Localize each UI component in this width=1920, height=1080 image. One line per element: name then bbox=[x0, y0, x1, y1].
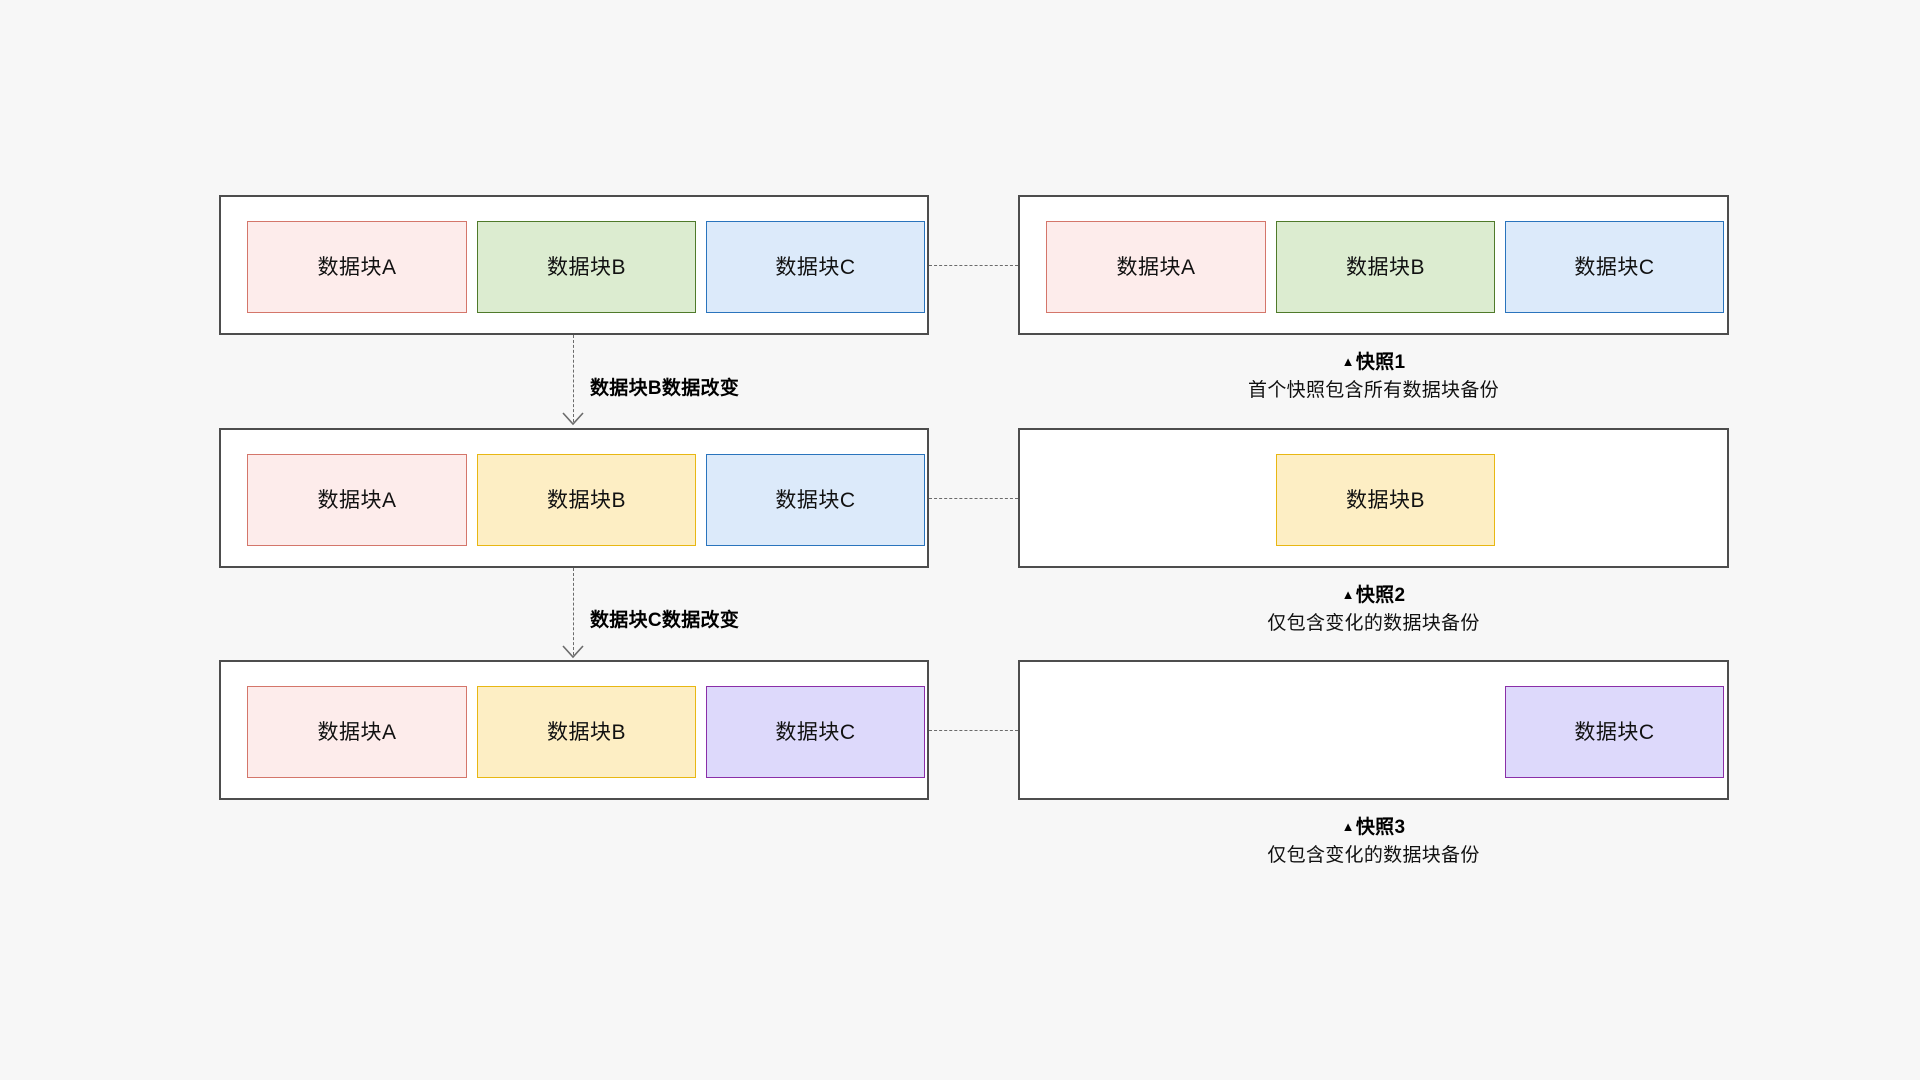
snapshot-2-title-text: 快照2 bbox=[1355, 585, 1406, 606]
snapshot2-block-b: 数据块B bbox=[1276, 454, 1495, 546]
triangle-marker-icon: ▲ bbox=[1341, 354, 1355, 369]
source-block-a-r2: 数据块A bbox=[247, 454, 467, 546]
source-block-b-r2: 数据块B bbox=[477, 454, 696, 546]
source-block-c-r3: 数据块C bbox=[706, 686, 925, 778]
source-block-c-r1: 数据块C bbox=[706, 221, 925, 313]
connector-row1-to-snapshot1 bbox=[929, 265, 1018, 266]
triangle-marker-icon: ▲ bbox=[1341, 587, 1355, 602]
snapshot1-block-c: 数据块C bbox=[1505, 221, 1724, 313]
snapshot-2-title: ▲快照2 bbox=[1018, 583, 1729, 609]
snapshot-1-title-text: 快照1 bbox=[1355, 352, 1406, 373]
transition-arrow-1-head bbox=[562, 412, 584, 426]
transition-arrow-1-line bbox=[573, 335, 574, 422]
triangle-marker-icon: ▲ bbox=[1341, 819, 1355, 834]
transition-label-2: 数据块C数据改变 bbox=[590, 610, 740, 631]
source-block-a-r1: 数据块A bbox=[247, 221, 467, 313]
snapshot3-block-c: 数据块C bbox=[1505, 686, 1724, 778]
snapshot-2-caption: ▲快照2 仅包含变化的数据块备份 bbox=[1018, 583, 1729, 636]
snapshot-3-title: ▲快照3 bbox=[1018, 815, 1729, 841]
source-block-b-r1: 数据块B bbox=[477, 221, 696, 313]
snapshot-panel-1: 数据块A 数据块B 数据块C bbox=[1018, 195, 1729, 335]
connector-row3-to-snapshot3 bbox=[929, 730, 1018, 731]
snapshot-1-subtitle: 首个快照包含所有数据块备份 bbox=[1248, 379, 1499, 401]
source-block-a-r3: 数据块A bbox=[247, 686, 467, 778]
source-block-c-r2: 数据块C bbox=[706, 454, 925, 546]
snapshot-panel-2: 数据块B bbox=[1018, 428, 1729, 568]
snapshot-3-caption: ▲快照3 仅包含变化的数据块备份 bbox=[1018, 815, 1729, 868]
snapshot-3-subtitle: 仅包含变化的数据块备份 bbox=[1267, 844, 1480, 866]
transition-label-1: 数据块B数据改变 bbox=[590, 378, 740, 399]
source-volume-row-3: 数据块A 数据块B 数据块C bbox=[219, 660, 929, 800]
transition-arrow-2-head bbox=[562, 645, 584, 659]
transition-arrow-2-line bbox=[573, 568, 574, 655]
source-volume-row-2: 数据块A 数据块B 数据块C bbox=[219, 428, 929, 568]
snapshot-1-caption: ▲快照1 首个快照包含所有数据块备份 bbox=[1018, 350, 1729, 403]
connector-row2-to-snapshot2 bbox=[929, 498, 1018, 499]
source-block-b-r3: 数据块B bbox=[477, 686, 696, 778]
snapshot-2-subtitle: 仅包含变化的数据块备份 bbox=[1267, 612, 1480, 634]
snapshot1-block-a: 数据块A bbox=[1046, 221, 1266, 313]
snapshot-panel-3: 数据块C bbox=[1018, 660, 1729, 800]
snapshot1-block-b: 数据块B bbox=[1276, 221, 1495, 313]
source-volume-row-1: 数据块A 数据块B 数据块C bbox=[219, 195, 929, 335]
snapshot-3-title-text: 快照3 bbox=[1355, 817, 1406, 838]
snapshot-1-title: ▲快照1 bbox=[1018, 350, 1729, 376]
